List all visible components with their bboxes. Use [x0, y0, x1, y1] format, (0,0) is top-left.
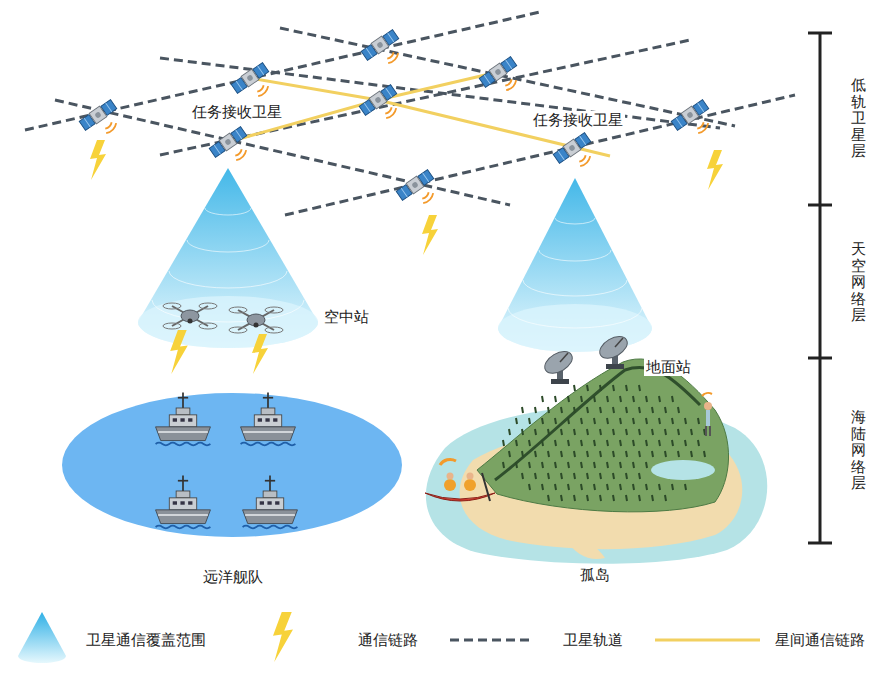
satellite-orbit [25, 12, 795, 215]
legend-text: 卫星轨道 [563, 631, 623, 650]
ground-dish [596, 332, 631, 369]
ocean-fleet-region: 远洋舰队 [60, 390, 405, 593]
layer-label: 海陆网络层 [851, 409, 866, 492]
ground-dish [541, 347, 576, 384]
layer-label: 天空网络层 [851, 241, 866, 324]
satellite-label: 任务接收卫星 [190, 103, 284, 121]
warship [156, 476, 211, 529]
warship [156, 393, 211, 446]
node-shape [415, 330, 775, 591]
legend-sample [18, 612, 760, 663]
satellite [79, 29, 710, 203]
legend-text: 通信链路 [358, 631, 418, 650]
warship [243, 476, 298, 529]
communication-link [90, 140, 723, 374]
warship [241, 393, 296, 446]
satellite-label: 任务接收卫星 [531, 111, 625, 129]
node-shape [60, 390, 405, 593]
legend-text: 卫星通信覆盖范围 [86, 631, 206, 650]
air-station-label: 空中站 [322, 308, 371, 326]
region-label: 孤岛 [415, 566, 775, 585]
drone [163, 303, 283, 333]
person [702, 393, 712, 436]
coverage-cone [138, 168, 318, 348]
ocean-region [62, 393, 402, 537]
layer-bracket [808, 33, 832, 543]
island-region: 孤岛 [415, 330, 775, 591]
region-label: 远洋舰队 [60, 568, 405, 587]
island [425, 332, 767, 564]
layer-label: 低轨卫星层 [851, 77, 866, 160]
kayak [425, 459, 495, 501]
legend-text: 星间通信链路 [775, 631, 865, 650]
ground-station-label: 地面站 [644, 358, 693, 376]
coverage-cone [498, 178, 652, 352]
